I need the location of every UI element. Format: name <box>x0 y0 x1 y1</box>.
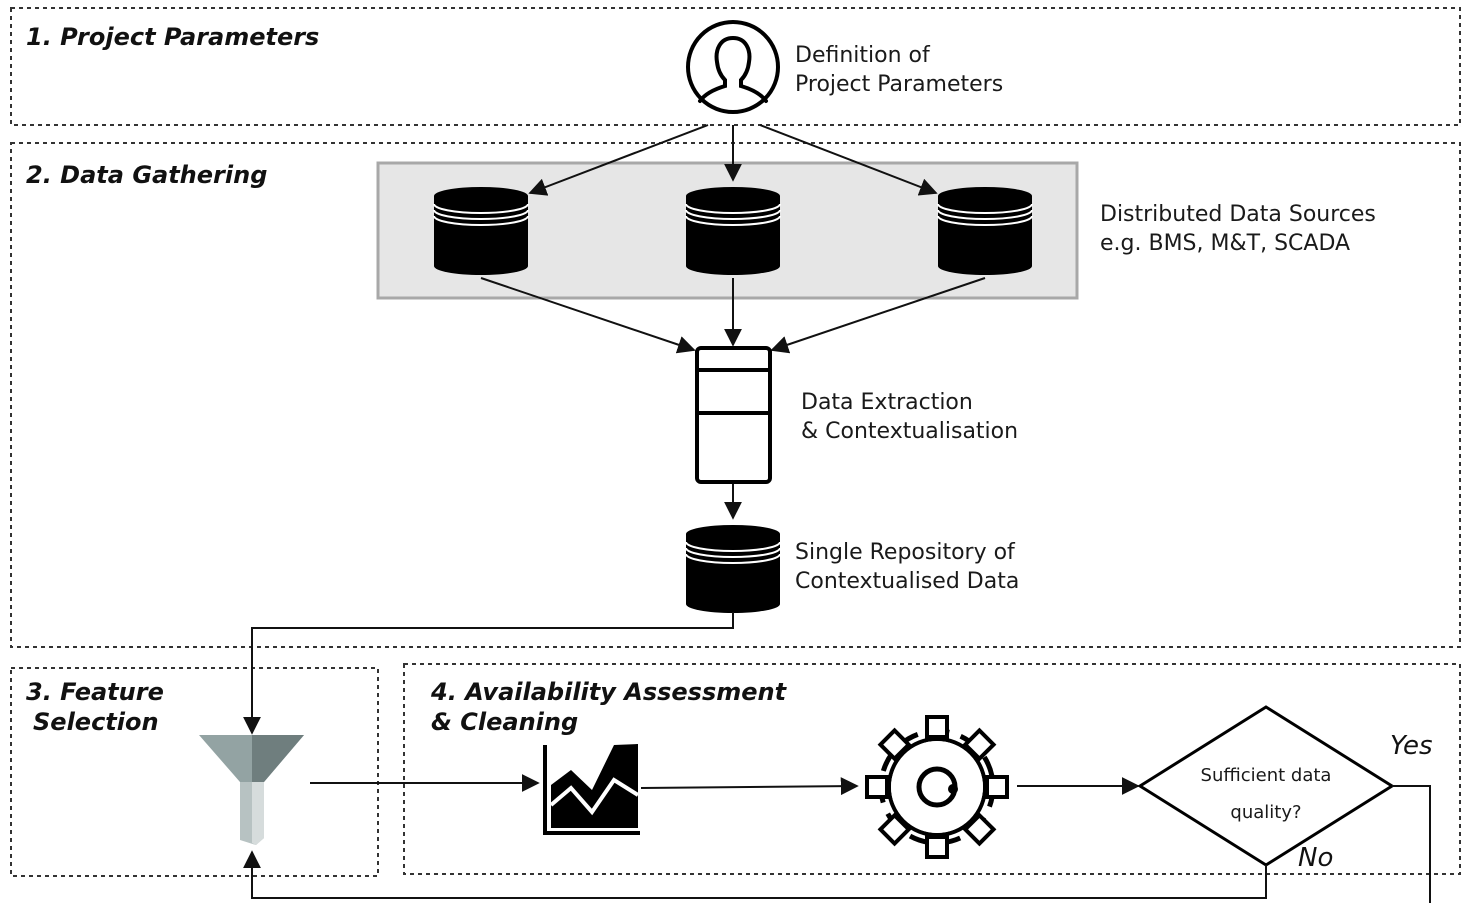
chart-icon <box>543 744 640 835</box>
user-icon <box>686 20 780 114</box>
data-sources-label-line2: e.g. BMS, M&T, SCADA <box>1100 231 1350 256</box>
no-label: No <box>1298 843 1333 873</box>
edge-chart-to-gear <box>640 777 859 796</box>
database-icon <box>433 186 529 276</box>
edge-source-3-to-extraction <box>770 277 986 354</box>
definition-label-line2: Project Parameters <box>795 72 1003 97</box>
repository-label-line2: Contextualised Data <box>795 569 1019 594</box>
extraction-label-line1: Data Extraction <box>801 390 973 415</box>
yes-label: Yes <box>1390 731 1433 761</box>
edge-user-to-source-3 <box>759 124 938 196</box>
edge-yes-branch <box>1392 785 1431 903</box>
section-title-availability-line1: 4. Availability Assessment <box>430 678 788 706</box>
data-sources-label-line1: Distributed Data Sources <box>1100 202 1376 227</box>
decision-label-line2: quality? <box>1230 802 1301 823</box>
edge-user-to-source-1 <box>528 124 709 196</box>
repository-label-line1: Single Repository of <box>795 540 1016 565</box>
section-title-availability-line2: & Cleaning <box>431 708 578 736</box>
database-icon <box>685 524 781 614</box>
extraction-label-line2: & Contextualisation <box>801 419 1018 444</box>
edge-source-1-to-extraction <box>480 277 696 354</box>
database-icon <box>937 186 1033 276</box>
edge-repository-to-funnel <box>243 612 734 735</box>
database-icon <box>685 186 781 276</box>
section-title-data-gathering: 2. Data Gathering <box>26 161 267 189</box>
section-title-feature-selection-line1: 3. Feature <box>26 678 164 706</box>
section-box-project-parameters <box>10 7 1461 126</box>
decision-diamond <box>1137 705 1395 867</box>
funnel-icon <box>199 735 304 845</box>
section-title-project-parameters: 1. Project Parameters <box>26 23 319 51</box>
definition-label-line1: Definition of <box>795 43 931 68</box>
table-icon <box>695 346 772 484</box>
decision-label-line1: Sufficient data <box>1201 765 1332 786</box>
edge-no-branch <box>243 850 1267 899</box>
section-title-feature-selection-line2: Selection <box>33 708 159 736</box>
gear-icon <box>865 715 1009 859</box>
section-box-availability <box>403 663 1461 875</box>
